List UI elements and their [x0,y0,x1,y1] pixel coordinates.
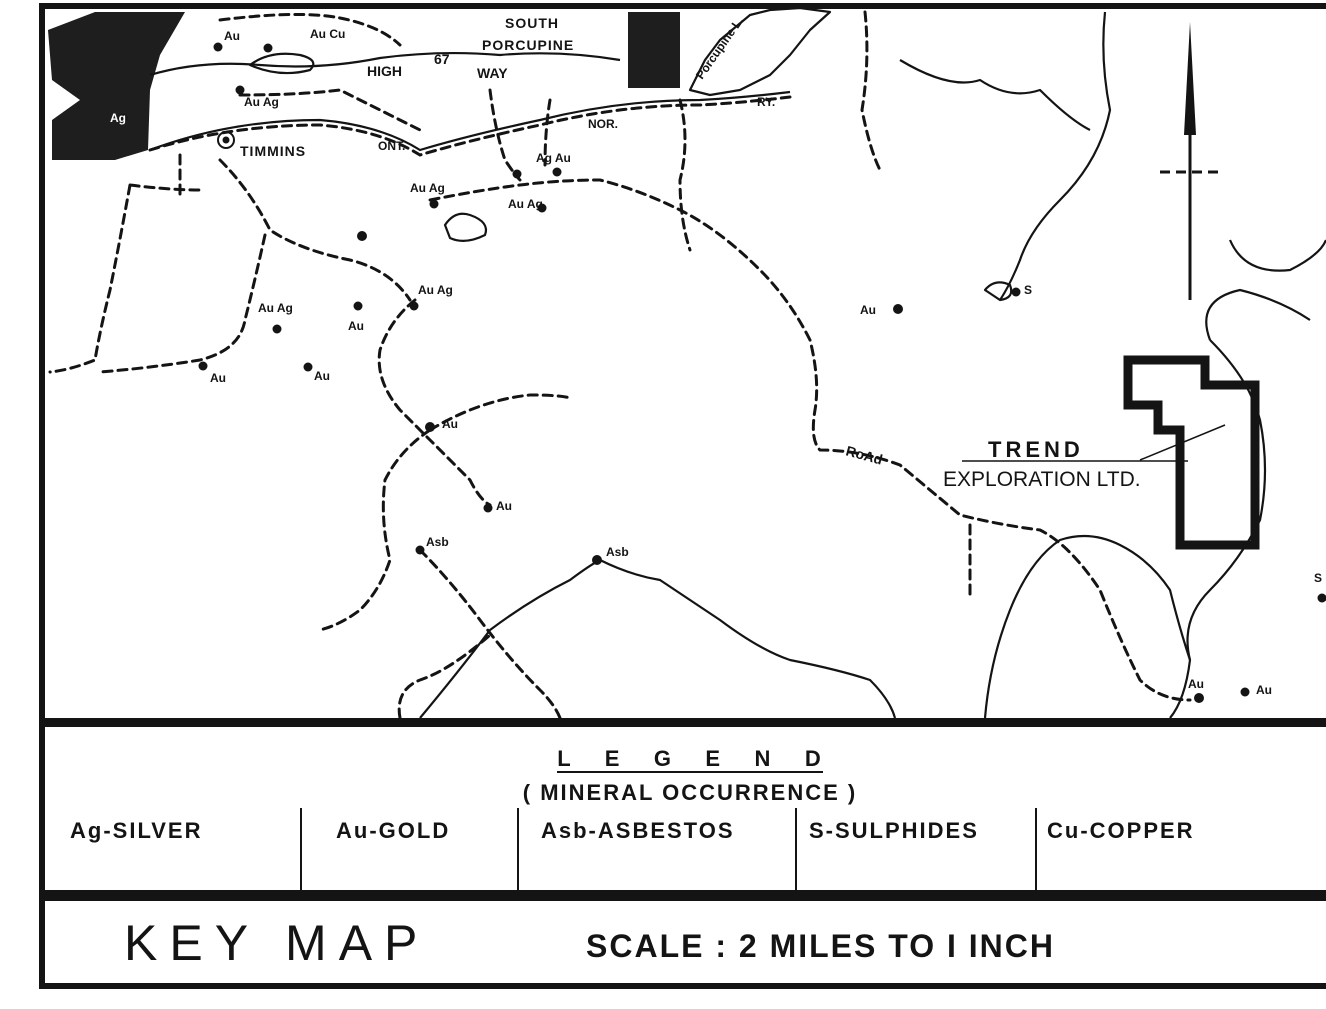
road-4 [100,160,410,372]
highway-label-a: HIGH [367,63,402,79]
occurrence-label: Au [224,29,240,43]
occurrence-ag-au: Ag Au [513,151,571,179]
occurrence-au-5: Au [304,363,331,384]
legend-title-text: L E G E N D [557,746,823,773]
rail-label-ont: ONT. [378,139,405,153]
river-south [420,560,895,718]
occurrence-au-cu: Au Cu [264,27,346,53]
occurrence-au-ag-2: Au Ag [410,181,445,209]
legend: L E G E N D ( MINERAL OCCURRENCE ) Ag-SI… [46,728,1326,890]
occurrence-asb-1: Asb [416,535,449,555]
property-name-line2: EXPLORATION LTD. [943,468,1141,491]
road-9 [490,90,550,180]
legend-item-gold: Au-GOLD [300,808,517,890]
occurrence-label: Au Cu [310,27,345,41]
occurrence-au-10: Au [1241,683,1273,697]
occurrence-label: Au [1188,677,1204,691]
occurrence-au-2 [357,231,367,241]
occurrence-label: Au [442,417,458,431]
title-block: KEY MAP SCALE : 2 MILES TO I INCH [46,906,1326,980]
occurrence-label: Au [314,369,330,383]
timmins-label: TIMMINS [240,143,306,159]
legend-items: Ag-SILVER Au-GOLD Asb-ASBESTOS S-SULPHID… [46,808,1326,890]
highway-label-b: WAY [477,65,508,81]
occurrence-au-6: Au [425,417,458,432]
small-lake-3 [985,282,1011,300]
occurrence-label: Asb [606,545,629,559]
occurrence-au-1: Au [214,29,241,52]
occurrence-au-ag-1: Au Ag [236,86,279,110]
legend-item-silver: Ag-SILVER [70,808,300,890]
occurrence-label: Au Ag [410,181,445,195]
small-lake-2 [445,214,486,241]
south-porcupine-label-2: PORCUPINE [482,37,574,53]
porcupine-lake-label: Porcupine L. [693,14,746,82]
occurrence-au-ag-3: Au Ag [508,197,547,213]
occurrence-label: Ag [110,111,126,125]
map-scale: SCALE : 2 MILES TO I INCH [586,928,1055,965]
river-north [1000,12,1110,300]
map-title: KEY MAP [124,914,429,972]
occurrence-au-ag-4: Au Ag [410,283,453,311]
occurrence-label: Au [496,499,512,513]
occurrence-label: S [1024,283,1032,297]
occurrence-label: Au Ag [508,197,543,211]
occurrence-label: Au Ag [418,283,453,297]
river-north-east [900,60,1090,130]
occurrence-ag-1: Ag [110,111,128,125]
rail-label-ry: RY. [757,95,775,109]
road-10 [680,100,690,250]
occurrence-label: Ag Au [536,151,571,165]
occurrence-label: S [1314,571,1322,585]
occurrence-label: Au [210,371,226,385]
occurrence-au-3: Au [348,302,364,334]
occurrence-label: Au [1256,683,1272,697]
legend-top-bar [42,718,1326,727]
occurrence-asb-2: Asb [592,545,629,565]
occurrence-au-4: Au [199,362,227,386]
occurrence-label: Au Ag [258,301,293,315]
occurrence-au-ag-5: Au Ag [258,301,293,334]
occurrence-au-7: Au [484,499,513,513]
legend-bottom-bar [42,890,1326,901]
legend-title: L E G E N D [440,746,940,772]
occurrence-label: Asb [426,535,449,549]
river-south-east [985,536,1190,718]
road-label: RoAd [844,442,884,467]
occurrence-label: Au Ag [244,95,279,109]
road-8 [399,635,490,718]
legend-item-copper: Cu-COPPER [1035,808,1275,890]
legend-item-sulphides: S-SULPHIDES [795,808,1035,890]
road-3 [50,155,200,372]
property-name-line1: TREND [988,437,1084,462]
south-porcupine-label-1: SOUTH [505,15,559,31]
timmins-dot [223,137,230,144]
inset-dark-block [628,12,680,88]
inset-dark-area [48,12,185,160]
rail-label-nor: NOR. [588,117,618,131]
north-arrow [1160,22,1222,300]
occurrence-label: Au [348,319,364,333]
small-lake-1 [250,54,313,73]
legend-item-asbestos: Asb-ASBESTOS [517,808,795,890]
occurrence-label: Au [860,303,876,317]
highway-number: 67 [434,51,450,67]
trend-property-boundary [1128,360,1255,545]
road-11 [862,12,880,170]
river-east [1170,240,1326,718]
road-5 [379,300,490,505]
occurrence-au-8: Au [860,303,903,317]
occurrence-s-2: S [1314,571,1326,603]
legend-subtitle: ( MINERAL OCCURRENCE ) [440,780,940,806]
occurrence-s-1: S [1012,283,1033,297]
